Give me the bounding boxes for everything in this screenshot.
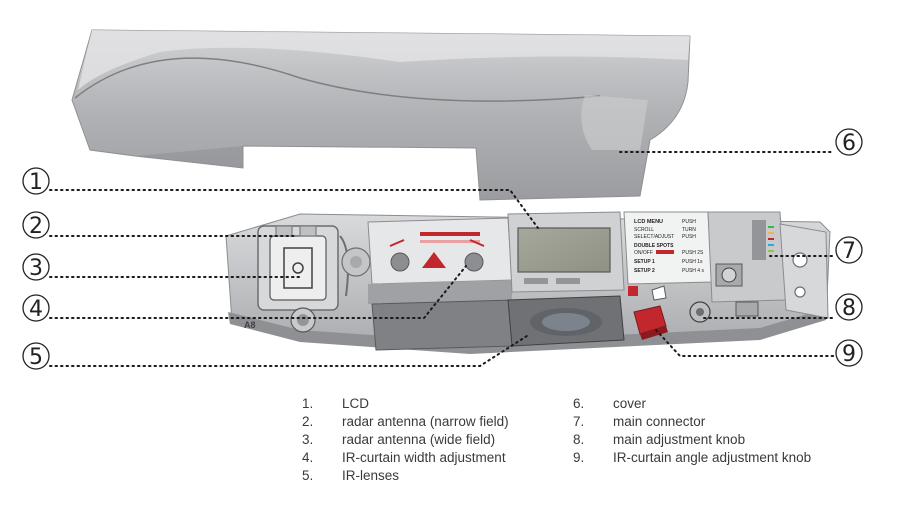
right-mounting-bracket <box>779 223 829 319</box>
cover <box>71 29 691 201</box>
callout-6: 6 <box>835 128 863 156</box>
part-code: A8 <box>244 320 256 330</box>
legend-item-4: 4. IR-curtain width adjustment <box>302 449 509 467</box>
legend-item-9: 9. IR-curtain angle adjustment knob <box>573 449 811 467</box>
leader-line-4 <box>49 265 467 319</box>
legend-item-2: 2. radar antenna (narrow field) <box>302 413 509 431</box>
ir-curtain-width-panel <box>367 217 513 304</box>
leader-line-9 <box>655 329 835 357</box>
callout-1: 1 <box>22 167 50 195</box>
callout-4: 4 <box>22 294 50 322</box>
setup-2: SETUP 2 <box>634 268 655 274</box>
legend-item-number: 7. <box>573 414 585 429</box>
callout-7: 7 <box>835 236 863 264</box>
on-off: ON/OFF <box>634 250 653 256</box>
legend-item-label: IR-lenses <box>342 468 400 483</box>
push-4: PUSH 4 s <box>682 268 704 274</box>
double-spots-indicator <box>656 250 674 254</box>
callout-4-number: 4 <box>29 297 43 322</box>
device-diagram: LCD MENU SCROLL SELECT/ADJUST PUSH TURN … <box>22 29 863 370</box>
callout-2: 2 <box>22 211 50 239</box>
setup-1: SETUP 1 <box>634 259 655 265</box>
legend-item-label: main connector <box>613 414 706 429</box>
legend-item-label: radar antenna (wide field) <box>342 432 496 447</box>
menu-push: PUSH <box>682 219 696 225</box>
callout-8: 8 <box>835 293 863 321</box>
legend-item-5: 5. IR-lenses <box>302 467 509 485</box>
legend-item-label: LCD <box>342 396 370 411</box>
callout-1-number: 1 <box>29 170 43 195</box>
main-adjustment-knob <box>689 301 759 323</box>
callout-5: 5 <box>22 342 50 370</box>
callout-2-number: 2 <box>29 214 43 239</box>
legend-item-3: 3. radar antenna (wide field) <box>302 431 509 449</box>
legend-left-column: 1. LCD 2. radar antenna (narrow field) 3… <box>302 395 509 485</box>
legend-item-number: 5. <box>302 468 314 483</box>
legend-item-label: cover <box>613 396 647 411</box>
leader-lines <box>49 151 835 367</box>
callout-3-number: 3 <box>29 256 43 281</box>
callout-9: 9 <box>835 339 863 367</box>
main-connector-module <box>707 211 787 303</box>
callout-8-number: 8 <box>842 296 856 321</box>
legend-item-number: 8. <box>573 432 585 447</box>
callout-9-number: 9 <box>842 342 856 367</box>
legend-item-label: radar antenna (narrow field) <box>342 414 509 429</box>
legend-item-label: main adjustment knob <box>613 432 746 447</box>
callout-5-number: 5 <box>29 345 43 370</box>
menu-turn: TURN <box>682 227 696 233</box>
legend-item-label: IR-curtain width adjustment <box>342 450 506 465</box>
legend-item-number: 4. <box>302 450 314 465</box>
menu-scroll: SCROLL <box>634 227 654 233</box>
legend-item-1: 1. LCD <box>302 395 509 413</box>
legend-item-number: 2. <box>302 414 314 429</box>
legend-item-8: 8. main adjustment knob <box>573 431 811 449</box>
legend-item-number: 6. <box>573 396 585 411</box>
lcd-display <box>507 211 625 293</box>
leader-line-1 <box>49 189 539 229</box>
ir-curtain-angle-knob <box>628 285 668 340</box>
radar-antenna-module <box>257 225 349 333</box>
legend-item-number: 9. <box>573 450 585 465</box>
push-2s: PUSH 2S <box>682 250 704 256</box>
ir-lenses <box>371 295 625 351</box>
callout-6-number: 6 <box>842 131 856 156</box>
legend-item-6: 6. cover <box>573 395 811 413</box>
legend-item-number: 1. <box>302 396 314 411</box>
menu-title: LCD MENU <box>634 219 663 225</box>
push-1: PUSH 1s <box>682 259 703 265</box>
gear-wheel <box>341 247 371 277</box>
legend-item-7: 7. main connector <box>573 413 811 431</box>
legend-item-label: IR-curtain angle adjustment knob <box>613 450 812 465</box>
menu-label-panel: LCD MENU SCROLL SELECT/ADJUST PUSH TURN … <box>623 211 713 285</box>
callout-3: 3 <box>22 253 50 281</box>
callout-7-number: 7 <box>842 239 856 264</box>
double-spots: DOUBLE SPOTS <box>634 243 674 249</box>
legend-right-column: 6. cover 7. main connector 8. main adjus… <box>573 395 811 467</box>
menu-push-2: PUSH <box>682 234 696 240</box>
legend-item-number: 3. <box>302 432 314 447</box>
menu-select: SELECT/ADJUST <box>634 234 674 240</box>
leader-line-5 <box>49 333 531 367</box>
